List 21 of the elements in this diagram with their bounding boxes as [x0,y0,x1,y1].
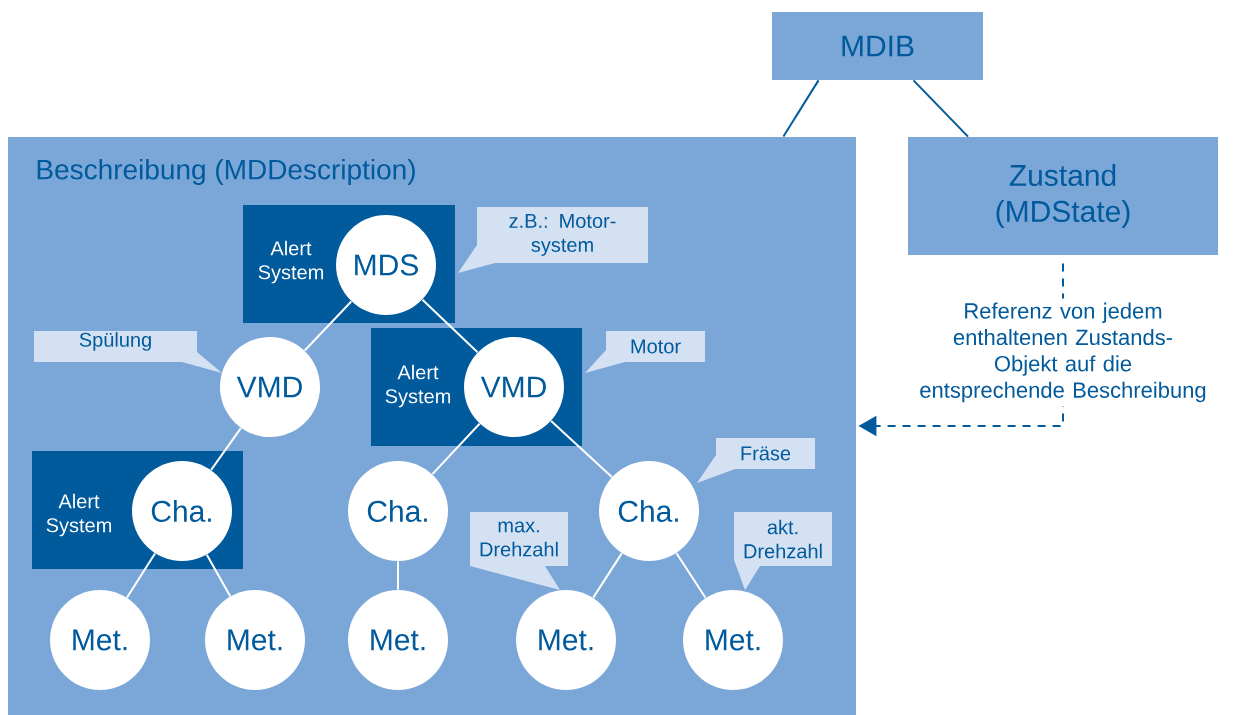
callout: Motor [585,331,705,373]
connector-line [592,552,623,599]
callout: akt. Drehzahl [734,512,832,590]
connector-line [550,420,613,478]
connector-line [782,79,820,138]
state-box: Zustand (MDState) [908,137,1218,255]
connector-line [431,422,481,476]
connector-line [912,79,969,138]
callout: Spülung [34,331,222,373]
mdib-box: MDIB [772,12,983,80]
connector-line [675,552,707,599]
connector-line [126,552,156,599]
callout: z.B.: Motor-system [458,207,648,273]
connector-line [397,560,399,591]
callout: max. Drehzahl [470,512,568,590]
edge-label: Referenz von jedem enthaltenen Zustands-Objekt auf die entsprechende Beschreibung [901,298,1225,407]
callout: Fräse [697,438,815,483]
connector-line [421,298,479,354]
connector-line [303,300,353,352]
connector-line [210,427,242,471]
connector-line [205,553,232,598]
